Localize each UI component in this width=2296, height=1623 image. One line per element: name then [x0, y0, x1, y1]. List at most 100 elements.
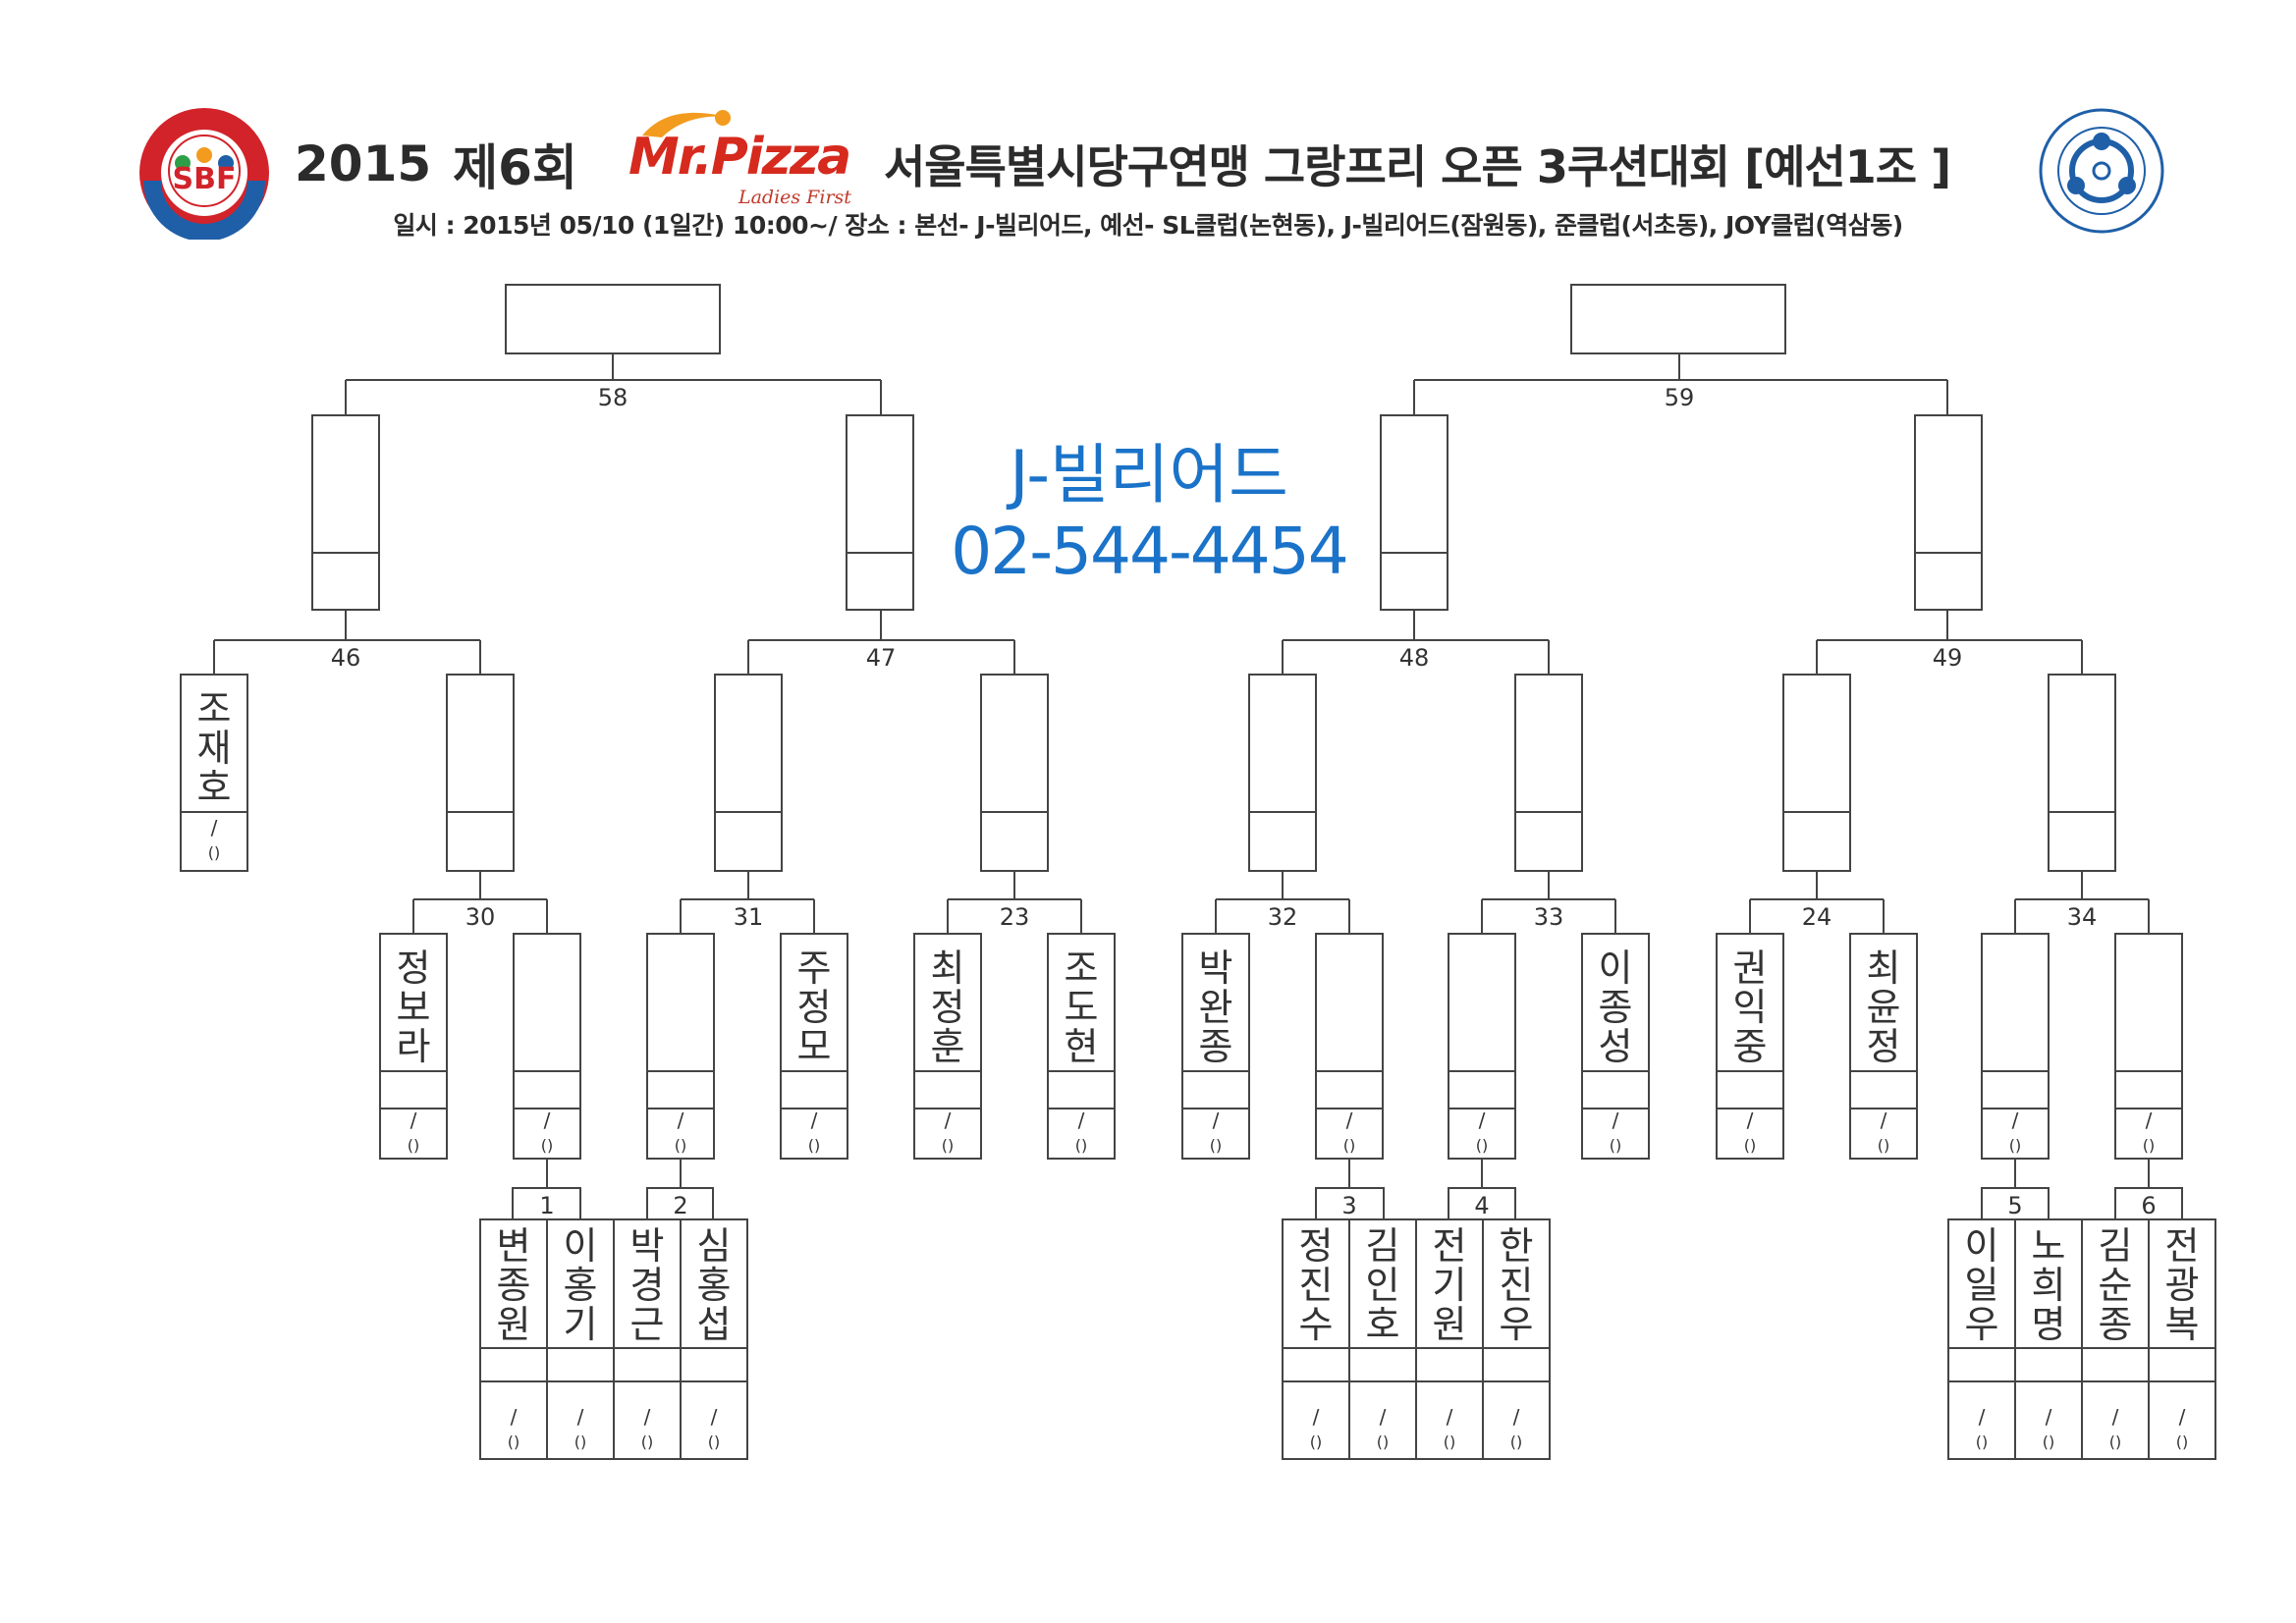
- player-name-char-jeon-gwangbok: 전: [2165, 1224, 2200, 1268]
- player-name-char-park-wanjong: 박: [1199, 947, 1233, 990]
- qf-box-qf-47: [846, 414, 914, 611]
- player-name-char-park-gyeonggeun: 경: [630, 1264, 665, 1307]
- score-slash: /: [1447, 1405, 1453, 1429]
- score-slash: /: [1747, 1109, 1754, 1132]
- score-paren: (): [942, 1136, 954, 1155]
- player-name-char-choi-yunjeong: 윤: [1867, 986, 1901, 1029]
- score-slash: /: [2146, 1109, 2153, 1132]
- score-paren: (): [2109, 1433, 2121, 1451]
- score-slash: /: [811, 1109, 818, 1132]
- match-number-m47: 47: [866, 644, 897, 672]
- score-paren: (): [1610, 1136, 1621, 1155]
- player-name-char-byeon-jongwon: 원: [497, 1303, 531, 1346]
- player-name-char-jeong-jinsu: 수: [1299, 1303, 1334, 1346]
- player-name-char-kim-inho: 인: [1366, 1264, 1400, 1307]
- score-slash: /: [644, 1405, 651, 1429]
- score-slash: /: [410, 1109, 417, 1132]
- score-slash: /: [1078, 1109, 1085, 1132]
- score-slash: /: [1479, 1109, 1486, 1132]
- sbf-initials: SBF: [173, 162, 237, 196]
- seoul-sports-council-logo: [2039, 108, 2164, 234]
- player-name-char-kim-sunjong: 종: [2099, 1303, 2133, 1346]
- player-name-char-sim-hongseop: 심: [697, 1224, 732, 1268]
- match-number-m30: 30: [465, 903, 496, 931]
- player-box-slot-5: [1981, 933, 2050, 1160]
- player-name-char-jeon-giwon: 원: [1433, 1303, 1467, 1346]
- title-row: 2015 제6회 Mr.Pizza Ladies First 서울특별시당구연맹…: [295, 110, 1951, 208]
- score-slash: /: [1979, 1405, 1986, 1429]
- player-name-char-kim-inho: 호: [1366, 1303, 1400, 1346]
- score-paren: (): [408, 1136, 419, 1155]
- venue-name: J-빌리어드: [1010, 437, 1288, 513]
- player-name-char-park-wanjong: 완: [1199, 986, 1233, 1029]
- score-paren: (): [1976, 1433, 1988, 1451]
- score-paren: (): [1310, 1433, 1322, 1451]
- player-name-char-kim-sunjong: 김: [2099, 1224, 2133, 1268]
- player-name-char-kim-sunjong: 순: [2099, 1264, 2133, 1307]
- player-name-char-no-huimyeong: 명: [2032, 1303, 2066, 1346]
- match-number-m1: 1: [539, 1192, 554, 1219]
- player-name-char-ju-jeongmo: 정: [797, 986, 832, 1029]
- player-name-char-jo-dohyeon: 조: [1065, 947, 1099, 990]
- match-number-m32: 32: [1268, 903, 1298, 931]
- score-slash: /: [211, 816, 218, 839]
- player-name-char-choi-yunjeong: 정: [1867, 1025, 1901, 1068]
- score-paren: (): [1510, 1433, 1522, 1451]
- match-number-m4: 4: [1474, 1192, 1489, 1219]
- sponsor-tagline: Ladies First: [738, 187, 851, 208]
- r16-box-r16-30: [446, 674, 515, 872]
- player-name-char-jeon-giwon: 전: [1433, 1224, 1467, 1268]
- score-slash: /: [711, 1405, 718, 1429]
- player-box-slot-3: [1315, 933, 1384, 1160]
- player-name-char-lee-honggi: 홍: [564, 1264, 598, 1307]
- player-name-char-lee-ilwoo: 우: [1965, 1303, 1999, 1346]
- score-paren: (): [708, 1433, 720, 1451]
- player-name-char-park-wanjong: 종: [1199, 1025, 1233, 1068]
- score-paren: (): [1476, 1136, 1488, 1155]
- score-paren: (): [541, 1136, 553, 1155]
- sponsor-name: Mr.Pizza: [628, 128, 851, 187]
- title-round: 제6회: [453, 139, 577, 196]
- score-paren: (): [1210, 1136, 1222, 1155]
- score-paren: (): [574, 1433, 586, 1451]
- player-name-char-jo-jaeho: 호: [197, 766, 232, 809]
- score-slash: /: [544, 1109, 551, 1132]
- score-paren: (): [508, 1433, 519, 1451]
- player-box-park-wanjong: [1181, 933, 1250, 1160]
- player-box-slot-6: [2114, 933, 2183, 1160]
- match-number-m33: 33: [1534, 903, 1564, 931]
- final-box-left: [505, 284, 721, 354]
- match-label-box-m1: [512, 1187, 581, 1220]
- score-paren: (): [1377, 1433, 1389, 1451]
- score-slash: /: [2112, 1405, 2119, 1429]
- player-name-char-park-gyeonggeun: 근: [630, 1303, 665, 1346]
- score-paren: (): [2009, 1136, 2021, 1155]
- score-slash: /: [511, 1405, 518, 1429]
- player-name-char-no-huimyeong: 노: [2032, 1224, 2066, 1268]
- qf-box-qf-48: [1380, 414, 1449, 611]
- score-slash: /: [1380, 1405, 1387, 1429]
- event-title: 서울특별시당구연맹 그랑프리 오픈 3쿠션대회 [예선1조 ]: [883, 140, 1951, 193]
- player-name-char-choi-yunjeong: 최: [1867, 947, 1901, 990]
- score-paren: (): [808, 1136, 820, 1155]
- r16-box-r16-34: [2048, 674, 2116, 872]
- player-box-choi-yunjeong: [1849, 933, 1918, 1160]
- score-paren: (): [1878, 1136, 1889, 1155]
- player-name-char-jeon-giwon: 기: [1433, 1264, 1467, 1307]
- match-number-m34: 34: [2067, 903, 2098, 931]
- player-box-choi-jeonghun: [913, 933, 982, 1160]
- player-name-char-kim-inho: 김: [1366, 1224, 1400, 1268]
- score-slash: /: [945, 1109, 952, 1132]
- score-slash: /: [1213, 1109, 1220, 1132]
- score-paren: (): [2043, 1433, 2054, 1451]
- score-paren: (): [2143, 1136, 2155, 1155]
- player-name-char-lee-jongseong: 이: [1599, 947, 1633, 990]
- score-paren: (): [208, 843, 220, 862]
- player-name-char-sim-hongseop: 섭: [697, 1303, 732, 1346]
- player-box-slot-4: [1448, 933, 1516, 1160]
- player-name-char-han-jinwoo: 진: [1500, 1264, 1534, 1307]
- player-box-jo-jaeho: [180, 674, 248, 872]
- title-year: 2015: [295, 135, 432, 192]
- match-number-m3: 3: [1341, 1192, 1356, 1219]
